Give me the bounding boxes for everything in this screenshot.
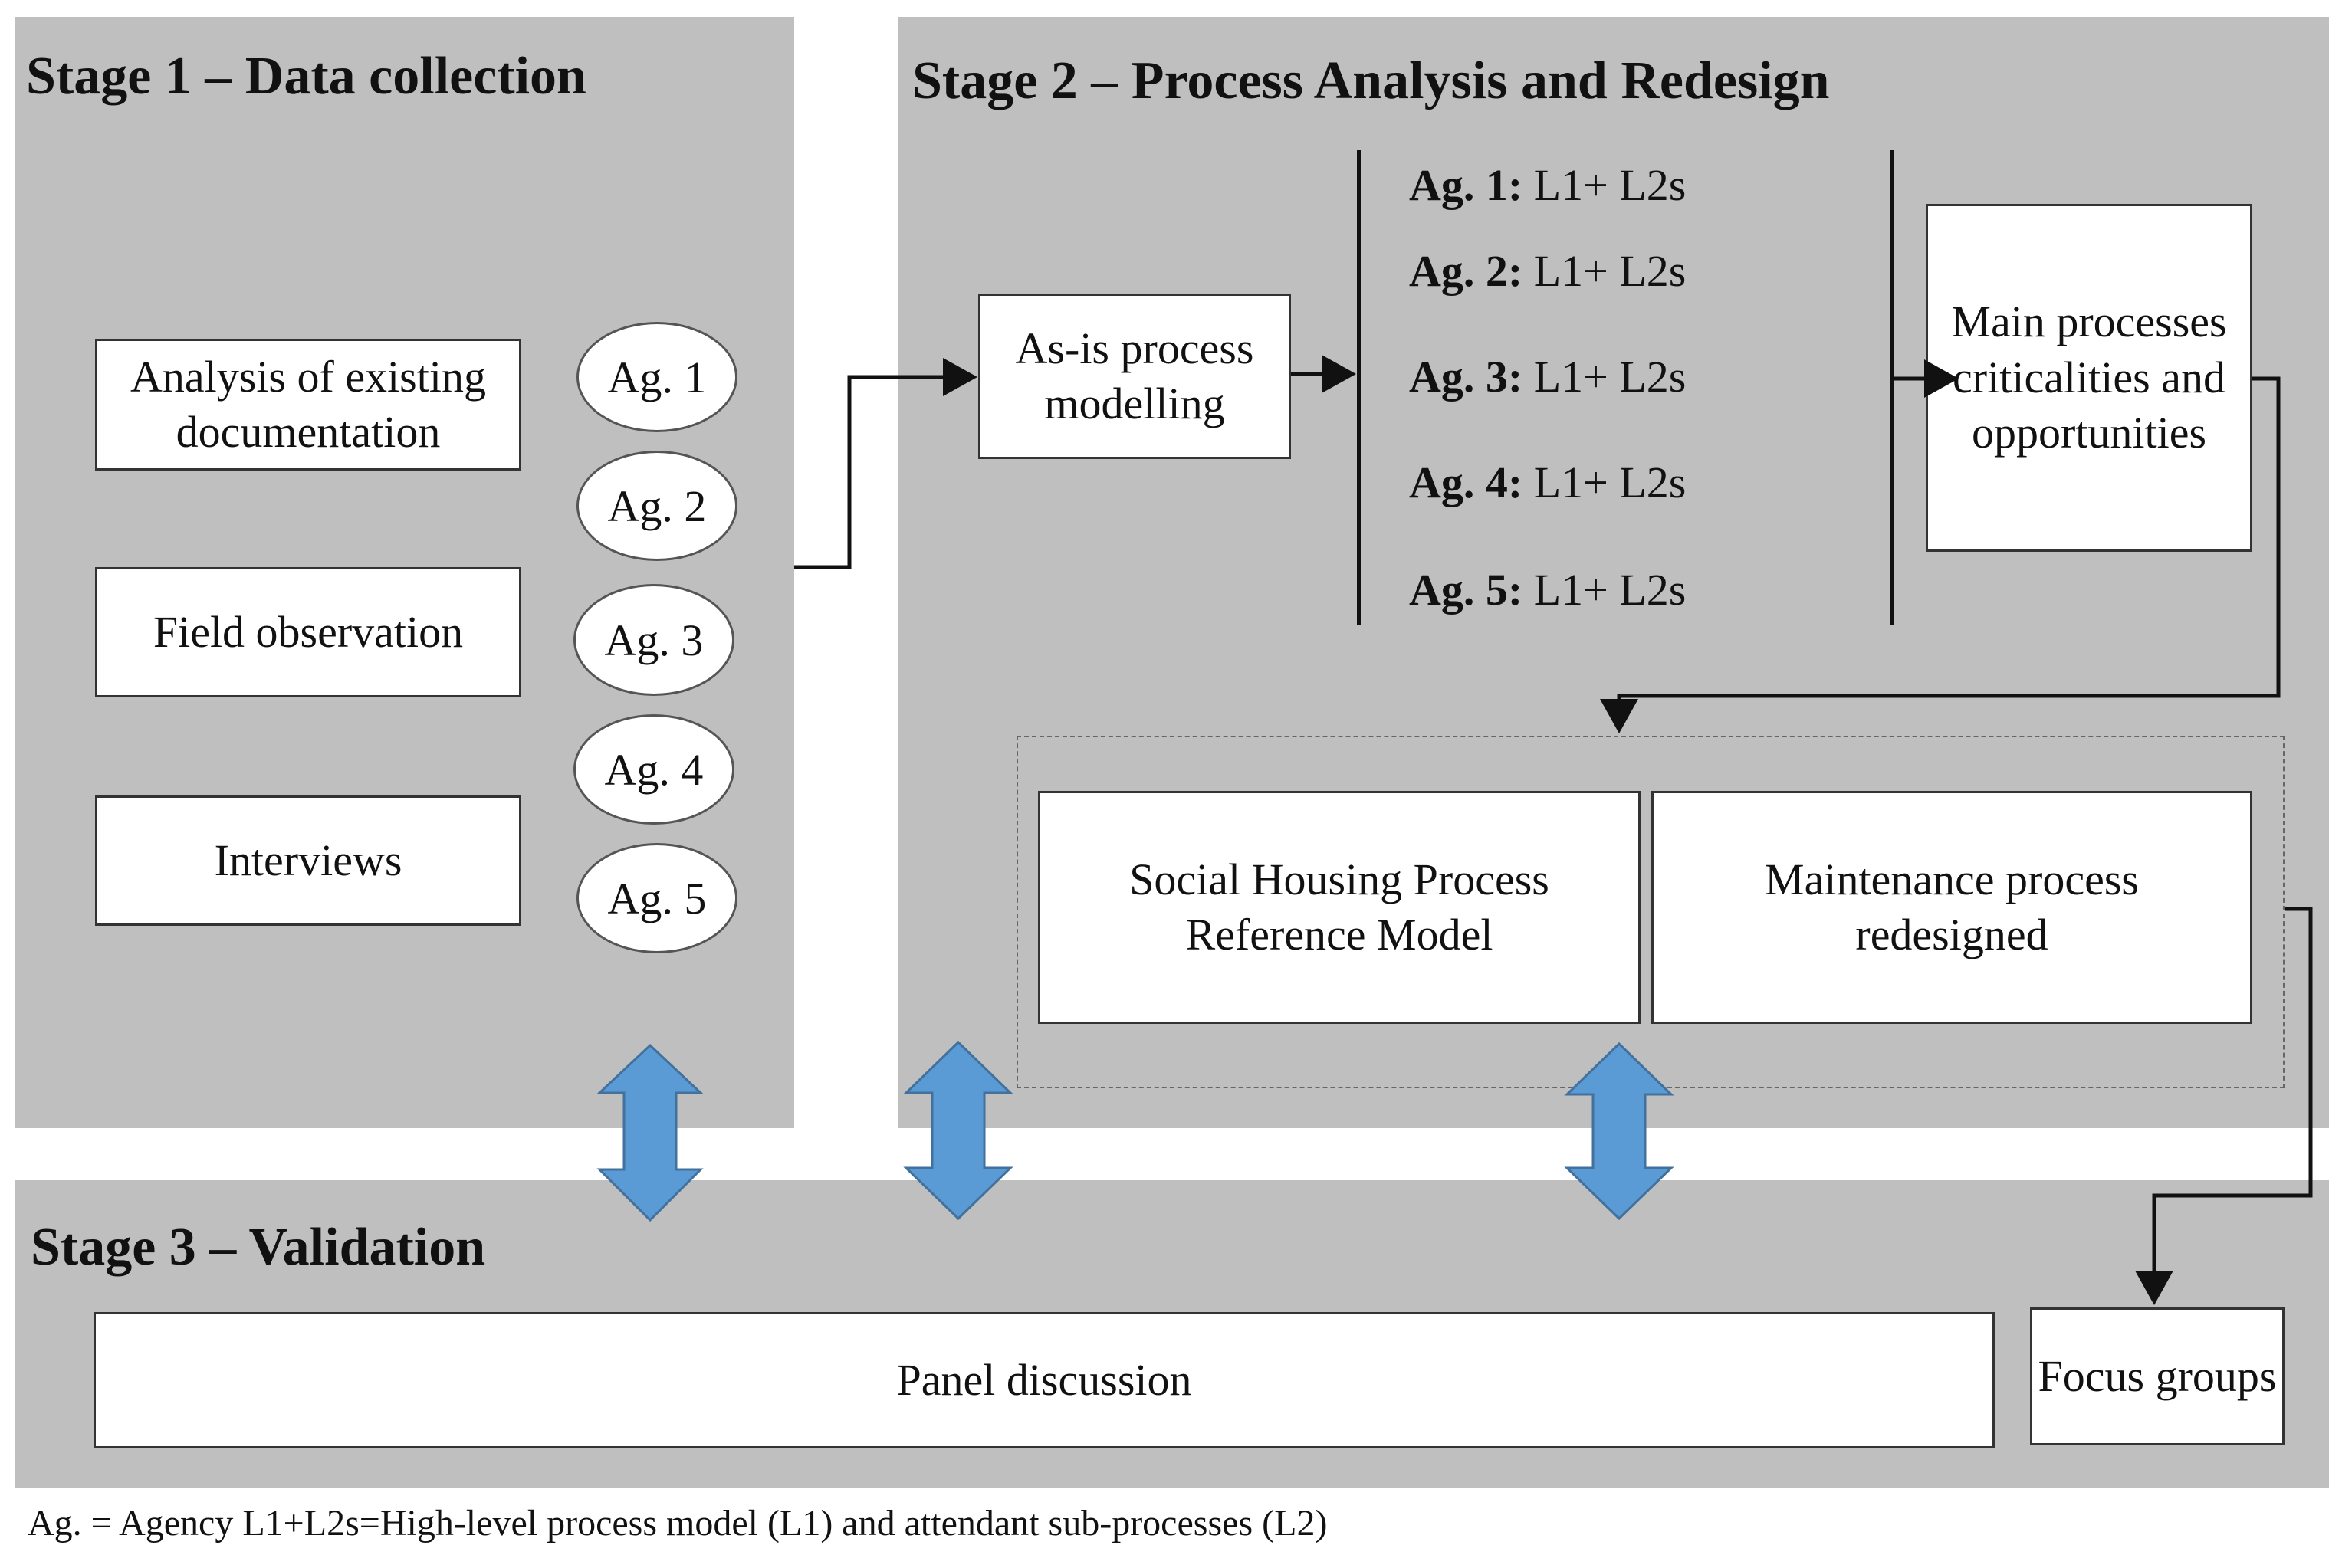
stage2-title: Stage 2 – Process Analysis and Redesign: [912, 51, 1830, 110]
agency-model-agency: Ag. 4:: [1409, 458, 1523, 507]
redesign-to-focus-arrow: [2135, 907, 2313, 1305]
agency-model-2: Ag. 2: L1+ L2s: [1409, 245, 1686, 297]
asis-modelling-label: As-is process modelling: [1015, 323, 1254, 429]
focus-groups-label: Focus groups: [2038, 1350, 2277, 1401]
agency-model-agency: Ag. 1:: [1409, 160, 1523, 210]
footnote: Ag. = Agency L1+L2s=High-level process m…: [28, 1503, 1328, 1543]
agency-oval-label: Ag. 2: [607, 481, 707, 531]
agency-model-5: Ag. 5: L1+ L2s: [1409, 564, 1686, 615]
interviews-label: Interviews: [214, 835, 402, 885]
double-arrow-stage1-stage3: [596, 1043, 704, 1222]
agency-oval-2: Ag. 2: [576, 451, 737, 561]
criticalities-box: Main processes criticalities and opportu…: [1926, 204, 2252, 552]
agency-model-1: Ag. 1: L1+ L2s: [1409, 159, 1686, 211]
analysis-documentation-label: Analysis of existing documentation: [130, 351, 486, 458]
panel-discussion-label: Panel discussion: [896, 1354, 1192, 1405]
agency-oval-label: Ag. 4: [604, 744, 704, 795]
right-bracket-bar: [1890, 150, 1894, 625]
agency-model-agency: Ag. 5:: [1409, 565, 1523, 615]
agency-oval-5: Ag. 5: [576, 843, 737, 953]
panel-discussion-box: Panel discussion: [94, 1312, 1995, 1448]
agency-oval-1: Ag. 1: [576, 322, 737, 432]
maintenance-redesign-box: Maintenance process redesigned: [1651, 791, 2252, 1024]
focus-groups-box: Focus groups: [2030, 1307, 2285, 1445]
double-arrow-stage2-stage3: [903, 1040, 1013, 1221]
stage1-to-asis-arrow: [794, 358, 977, 569]
agency-oval-4: Ag. 4: [573, 714, 734, 825]
agency-model-text: L1+ L2s: [1533, 352, 1687, 402]
criticalities-label: Main processes criticalities and opportu…: [1951, 297, 2227, 458]
agency-model-text: L1+ L2s: [1533, 565, 1687, 615]
agency-oval-label: Ag. 1: [607, 352, 707, 402]
agency-model-agency: Ag. 2:: [1409, 246, 1523, 296]
agency-model-text: L1+ L2s: [1533, 246, 1687, 296]
double-arrow-redesign-stage3: [1564, 1042, 1674, 1221]
agency-model-3: Ag. 3: L1+ L2s: [1409, 351, 1686, 402]
stage3-title: Stage 3 – Validation: [31, 1218, 486, 1277]
agency-model-agency: Ag. 3:: [1409, 352, 1523, 402]
criticalities-to-redesign-arrow: [1600, 376, 2281, 733]
left-bracket-bar: [1357, 150, 1361, 625]
reference-model-box: Social Housing Process Reference Model: [1038, 791, 1641, 1024]
agency-model-text: L1+ L2s: [1533, 160, 1687, 210]
agency-oval-label: Ag. 5: [607, 873, 707, 923]
field-observation-label: Field observation: [153, 606, 464, 657]
interviews-box: Interviews: [95, 795, 521, 926]
agency-oval-3: Ag. 3: [573, 584, 734, 696]
agency-oval-label: Ag. 3: [604, 615, 704, 665]
stage1-title: Stage 1 – Data collection: [26, 47, 586, 106]
agency-model-4: Ag. 4: L1+ L2s: [1409, 457, 1686, 508]
agency-model-text: L1+ L2s: [1533, 458, 1687, 507]
analysis-documentation-box: Analysis of existing documentation: [95, 339, 521, 471]
maintenance-redesign-label: Maintenance process redesigned: [1765, 854, 2139, 960]
field-observation-box: Field observation: [95, 567, 521, 697]
reference-model-label: Social Housing Process Reference Model: [1129, 854, 1549, 960]
asis-modelling-box: As-is process modelling: [978, 294, 1291, 459]
